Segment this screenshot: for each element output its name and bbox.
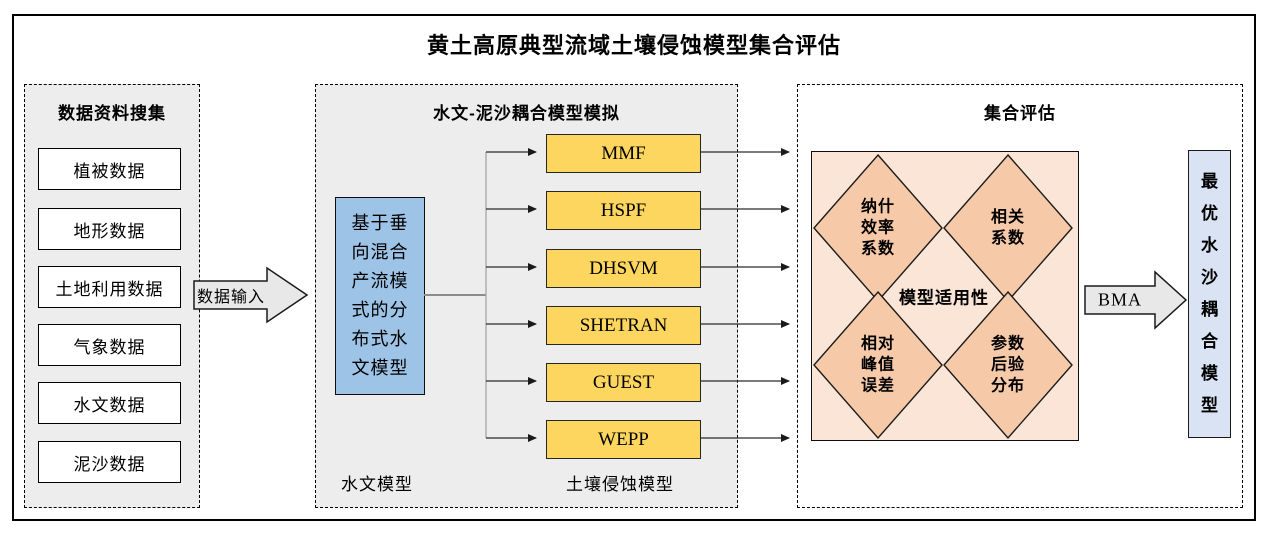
model-applicability-label: 模型适用性 [899,288,989,308]
model-box-guest: GUEST [546,363,701,402]
data-item-landuse: 土地利用数据 [38,266,181,308]
criterion-label-correlation: 相关 系数 [990,209,1026,247]
diagram-title: 黄土高原典型流域土壤侵蚀模型集合评估 [426,33,841,58]
data-item-vegetation: 植被数据 [38,148,181,190]
simulation-header: 水文-泥沙耦合模型模拟 [433,104,620,123]
model-box-hspf: HSPF [546,191,701,230]
data-input-label: 数据输入 [196,289,266,306]
hydrological-model-box: 基于垂 向混合 产流模 式的分 布式水 文模型 [335,197,425,395]
data-item-sediment: 泥沙数据 [38,441,181,483]
criterion-label-nse: 纳什 效率 系数 [860,198,896,258]
criterion-label-peak-error: 相对 峰值 误差 [860,335,896,395]
bma-label: BMA [1097,289,1143,310]
model-box-shetran: SHETRAN [546,306,701,345]
criterion-label-posterior: 参数 后验 分布 [990,335,1026,395]
erosion-model-footer-label: 土壤侵蚀模型 [566,475,674,494]
hydro-model-footer-label: 水文模型 [341,475,413,494]
model-box-wepp: WEPP [546,420,701,459]
optimal-model-box: 最 优 水 沙 耦 合 模 型 [1188,150,1231,438]
data-item-weather: 气象数据 [38,324,181,366]
evaluation-panel: 集合评估 [797,84,1243,508]
data-collection-header: 数据资料搜集 [58,104,166,123]
model-box-mmf: MMF [546,134,701,173]
data-item-terrain: 地形数据 [38,208,181,250]
evaluation-header: 集合评估 [984,104,1056,123]
simulation-panel: 水文-泥沙耦合模型模拟 基于垂 向混合 产流模 式的分 布式水 文模型 MMF … [315,84,738,508]
data-item-hydrology: 水文数据 [38,382,181,424]
model-box-dhsvm: DHSVM [546,249,701,288]
data-collection-panel: 数据资料搜集 植被数据 地形数据 土地利用数据 气象数据 水文数据 泥沙数据 [24,84,200,508]
